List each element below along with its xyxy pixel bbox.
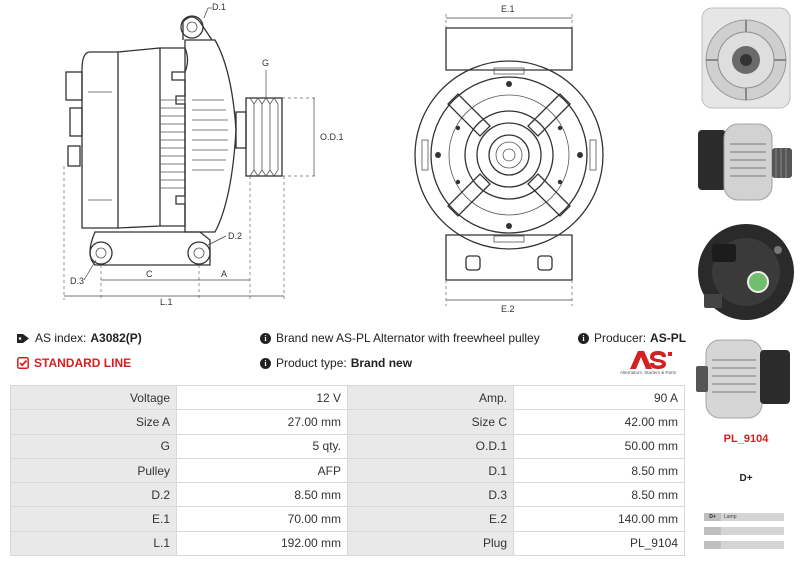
spec-value: 50.00 mm [513, 433, 685, 459]
spec-value: 8.50 mm [513, 482, 685, 508]
plug-code: PL_9104 [723, 433, 769, 445]
spec-label: O.D.1 [347, 433, 514, 459]
table-row: Voltage 12 V Amp. 90 A [10, 384, 685, 411]
spec-label: D.1 [347, 457, 514, 484]
front-view: E.1 [414, 4, 604, 314]
label-e2: E.2 [501, 304, 515, 314]
standard-line-row: STANDARD LINE [17, 356, 131, 370]
producer-row: i Producer: AS-PL [578, 331, 686, 345]
label-d1: D.1 [212, 2, 226, 12]
list-item: D+ Lamp [704, 513, 784, 521]
label-e1: E.1 [501, 4, 515, 14]
label-c: C [146, 269, 153, 279]
tag-icon [17, 333, 30, 344]
spec-value: 12 V [176, 384, 348, 411]
spec-label: L.1 [10, 530, 177, 557]
spec-value: 90 A [513, 384, 685, 411]
spec-label: D.3 [347, 482, 514, 508]
product-photo-rear [696, 214, 796, 326]
spec-label: Plug [347, 530, 514, 557]
spec-label: E.2 [347, 506, 514, 532]
table-row: L.1 192.00 mm Plug PL_9104 [10, 530, 685, 557]
pin-value: Lamp [724, 514, 737, 520]
info-icon: i [578, 332, 589, 344]
pin-key [704, 527, 721, 535]
table-row: E.1 70.00 mm E.2 140.00 mm [10, 506, 685, 532]
technical-drawing: D.1 G O.D.1 D.2 D.3 C A L.1 E.1 [0, 0, 690, 320]
list-item [704, 527, 784, 535]
description-row: i Brand new AS-PL Alternator with freewh… [260, 331, 540, 345]
spec-label: Size C [347, 409, 514, 435]
spec-value: 140.00 mm [513, 506, 685, 532]
product-photo-side [696, 114, 796, 222]
producer-label: Producer: [594, 331, 647, 345]
product-photo-front [696, 4, 796, 112]
specifications-table: Voltage 12 V Amp. 90 A Size A 27.00 mm S… [10, 384, 685, 557]
producer-value: AS-PL [650, 331, 687, 345]
info-icon: i [260, 332, 271, 344]
label-a: A [221, 269, 227, 279]
spec-value: 5 qty. [176, 433, 348, 459]
spec-label: Amp. [347, 384, 514, 411]
spec-label: D.2 [10, 482, 177, 508]
info-icon: i [260, 357, 271, 369]
spec-value: 8.50 mm [513, 457, 685, 484]
table-row: G 5 qty. O.D.1 50.00 mm [10, 433, 685, 459]
pin-key: D+ [704, 513, 721, 521]
spec-value: 27.00 mm [176, 409, 348, 435]
as-index-value: A3082(P) [90, 331, 142, 345]
table-row: Pulley AFP D.1 8.50 mm [10, 457, 685, 484]
spec-label: Pulley [10, 457, 177, 484]
pin-key [704, 541, 721, 549]
label-od1: O.D.1 [320, 132, 344, 142]
table-row: Size A 27.00 mm Size C 42.00 mm [10, 409, 685, 435]
label-d2: D.2 [228, 231, 242, 241]
alternator-dimension-drawing: D.1 G O.D.1 D.2 D.3 C A L.1 E.1 [63, 2, 604, 314]
list-item [704, 541, 784, 549]
spec-label: Size A [10, 409, 177, 435]
side-view: D.1 G O.D.1 D.2 D.3 C A L.1 [63, 2, 344, 307]
label-g: G [262, 58, 269, 68]
as-logo-mark [630, 351, 672, 369]
spec-value: 8.50 mm [176, 482, 348, 508]
spec-label: Voltage [10, 384, 177, 411]
description-text: Brand new AS-PL Alternator with freewhee… [276, 331, 540, 345]
as-index-label: AS index: [35, 331, 87, 345]
spec-value: 42.00 mm [513, 409, 685, 435]
logo-tagline: Alternators, Starters & Parts [619, 370, 677, 375]
product-type-value: Brand new [350, 356, 413, 370]
spec-value: 192.00 mm [176, 530, 348, 557]
product-photo-angled [696, 326, 796, 430]
checkbox-checked-icon [17, 357, 29, 369]
spec-value: 70.00 mm [176, 506, 348, 532]
label-d3: D.3 [70, 276, 84, 286]
as-index-row: AS index: A3082(P) [17, 331, 142, 345]
as-pl-logo: Alternators, Starters & Parts [612, 349, 684, 379]
spec-label: G [10, 433, 177, 459]
label-l1: L.1 [160, 297, 173, 307]
spec-value: AFP [176, 457, 348, 484]
product-type-row: i Product type: Brand new [260, 356, 412, 370]
terminal-label: D+ [739, 473, 753, 484]
connector-pinout: D+ Lamp [704, 513, 784, 555]
table-row: D.2 8.50 mm D.3 8.50 mm [10, 482, 685, 508]
standard-line-label: STANDARD LINE [34, 356, 132, 370]
product-type-label: Product type: [276, 356, 347, 370]
spec-label: E.1 [10, 506, 177, 532]
spec-value: PL_9104 [513, 530, 685, 557]
